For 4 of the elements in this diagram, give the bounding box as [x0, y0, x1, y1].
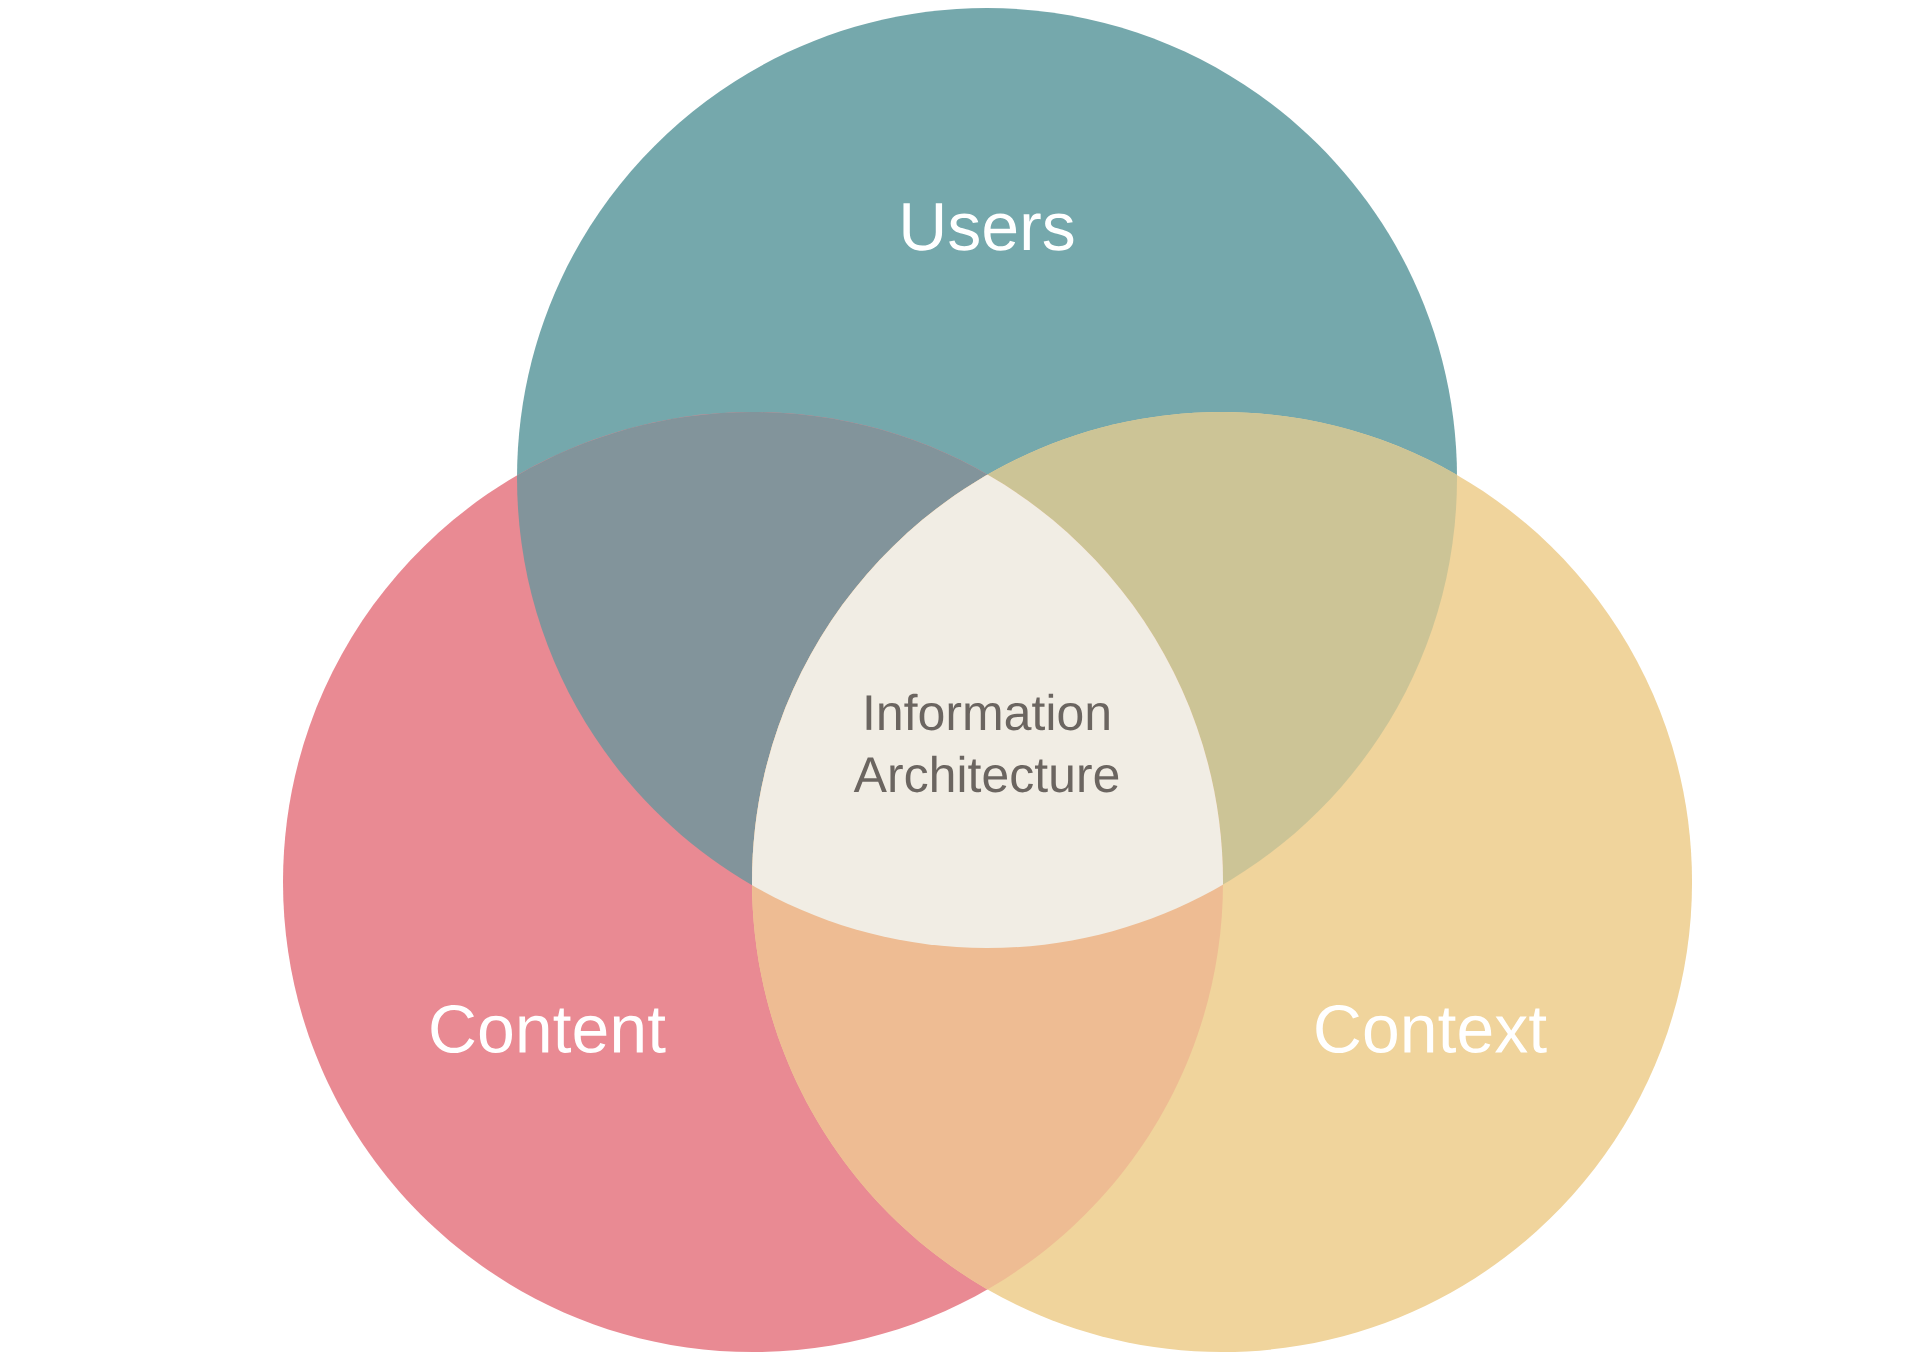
intersection-label: Information Architecture — [853, 693, 1119, 793]
circle-label: Context — [1316, 1004, 1547, 1054]
circle-label: Users — [903, 203, 1074, 251]
circle-label: Content — [431, 1004, 666, 1054]
